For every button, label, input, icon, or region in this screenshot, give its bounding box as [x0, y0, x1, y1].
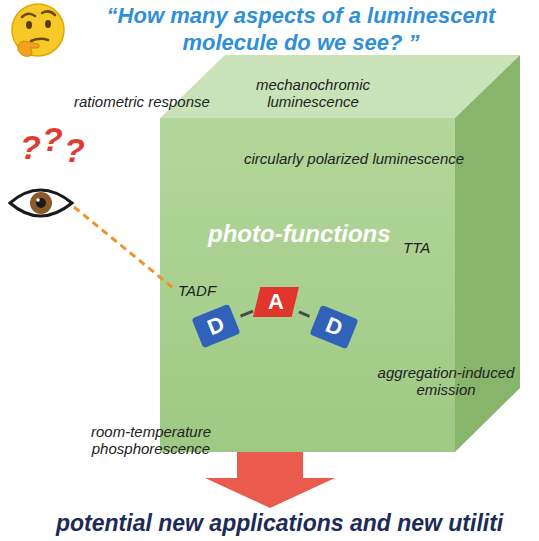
function-label: circularly polarized luminescence — [244, 150, 504, 167]
eye — [10, 190, 72, 216]
down-arrow — [205, 452, 335, 508]
function-label: TTA — [403, 239, 463, 256]
cube-front — [160, 118, 455, 452]
sight-line — [74, 207, 172, 287]
center-label: photo-functions — [208, 220, 428, 248]
question-mark: ? — [64, 131, 94, 170]
unit-letter: A — [268, 291, 284, 313]
bond-line — [299, 312, 309, 317]
function-label: ratiometric response — [74, 93, 244, 110]
function-label: aggregation-induced emission — [366, 364, 526, 399]
thinking-emoji — [12, 4, 64, 56]
bond-line — [241, 311, 253, 316]
acceptor-unit: A — [253, 287, 299, 317]
function-label: room-temperature phosphorescence — [66, 423, 236, 458]
bottom-banner: potential new applications and new utili… — [56, 510, 503, 536]
title: “How many aspects of a luminescent molec… — [76, 2, 526, 56]
function-label: TADF — [178, 282, 238, 299]
function-label: mechanochromic luminescence — [248, 76, 378, 111]
